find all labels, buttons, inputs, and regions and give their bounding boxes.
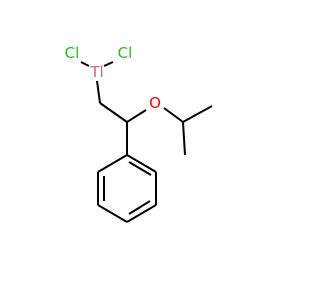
molecule-diagram: Cl Cl Tl O [0, 0, 300, 300]
ring-double-1 [128, 161, 152, 176]
structure-canvas: Cl Cl Tl O [0, 0, 300, 300]
ring-bond-3 [126, 204, 157, 223]
ring-double-2 [128, 200, 151, 215]
bond-ch2-ch [99, 102, 128, 123]
bond-group [80, 61, 213, 223]
bond-ch-methyl-right [182, 105, 213, 123]
oxygen-label: O [149, 94, 161, 112]
ring-bond-4 [97, 204, 128, 223]
bond-ch-methyl-down [182, 121, 186, 156]
chlorine-right-label: Cl [118, 44, 133, 62]
bond-tl-cl-left [80, 61, 90, 67]
atom-label-group: Cl Cl Tl O [65, 44, 161, 112]
background [0, 0, 300, 300]
ring-bond-6 [97, 154, 128, 173]
bond-o-ch [163, 107, 184, 123]
bond-ch-o [126, 109, 147, 123]
ring-bond-1 [126, 154, 157, 173]
bond-tl-ch2 [96, 80, 101, 104]
thallium-label: Tl [89, 63, 103, 81]
chlorine-left-label: Cl [65, 44, 80, 62]
bond-tl-cl-right [103, 61, 114, 67]
